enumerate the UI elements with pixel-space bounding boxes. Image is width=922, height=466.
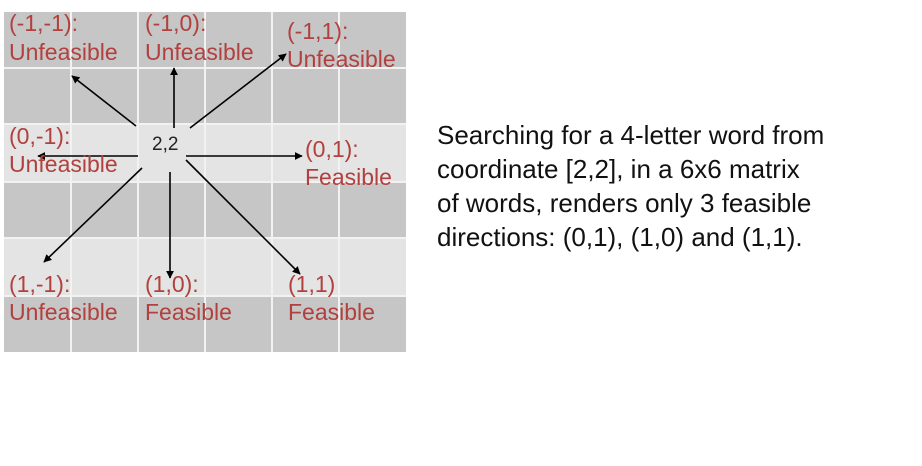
direction-labels: (-1,-1): Unfeasible (-1,0): Unfeasible (…	[9, 10, 396, 325]
label-up-status: Unfeasible	[145, 39, 254, 65]
label-up-left-status: Unfeasible	[9, 39, 118, 65]
center-cell-label: 2,2	[152, 134, 178, 155]
label-right-coord: (0,1):	[305, 136, 359, 162]
caption-line: directions: (0,1), (1,0) and (1,1).	[437, 222, 803, 252]
label-down-status: Feasible	[145, 299, 232, 325]
matrix-grid	[4, 12, 406, 352]
caption-line: coordinate [2,2], in a 6x6 matrix	[437, 154, 800, 184]
arrow-down-right	[185, 159, 301, 275]
label-up-left-coord: (-1,-1):	[9, 10, 78, 36]
label-down-left-status: Unfeasible	[9, 299, 118, 325]
caption-text: Searching for a 4-letter word from coord…	[437, 118, 907, 254]
label-left-coord: (0,-1):	[9, 123, 70, 149]
label-up-right-status: Unfeasible	[287, 46, 396, 72]
label-down-left-coord: (1,-1):	[9, 271, 70, 297]
label-down-coord: (1,0):	[145, 271, 199, 297]
label-down-right-coord: (1,1)	[288, 271, 335, 297]
direction-arrows	[37, 53, 303, 279]
arrow-down-left	[43, 167, 143, 263]
caption-line: of words, renders only 3 feasible	[437, 188, 812, 218]
label-up-right-coord: (-1,1):	[287, 18, 348, 44]
arrow-up-left	[71, 75, 137, 127]
label-right-status: Feasible	[305, 164, 392, 190]
arrow-up-right	[189, 53, 287, 129]
caption-line: Searching for a 4-letter word from	[437, 120, 825, 150]
label-down-right-status: Feasible	[288, 299, 375, 325]
label-left-status: Unfeasible	[9, 151, 118, 177]
label-up-coord: (-1,0):	[145, 10, 206, 36]
